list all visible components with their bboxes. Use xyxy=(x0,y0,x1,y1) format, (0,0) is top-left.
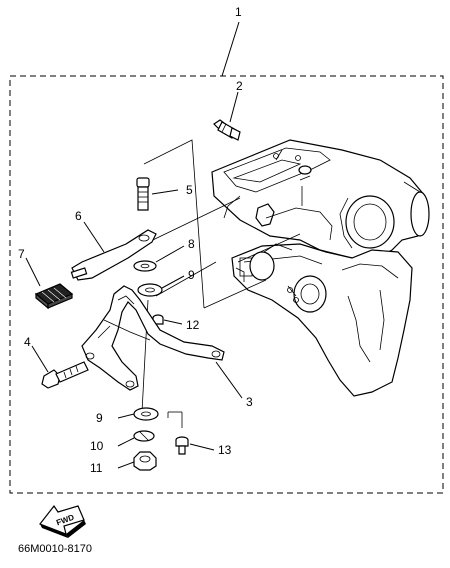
leader-3 xyxy=(215,361,243,399)
callout-1: 1 xyxy=(235,5,242,19)
callout-7: 7 xyxy=(18,247,25,261)
part-8-washer xyxy=(133,260,157,272)
part-10-spring-washer xyxy=(133,430,155,442)
callout-12: 12 xyxy=(186,318,200,332)
callout-9-upper: 9 xyxy=(188,268,195,282)
callout-11: 11 xyxy=(90,461,103,475)
callout-6: 6 xyxy=(75,209,82,223)
leader-7 xyxy=(25,257,41,287)
callout-13: 13 xyxy=(218,443,232,457)
part-11-nut xyxy=(133,451,157,471)
part-9-washer-lower xyxy=(133,407,159,421)
leader-13 xyxy=(189,443,215,451)
lower-housing xyxy=(231,243,413,397)
leader-1 xyxy=(221,21,240,77)
part-2-grease-nipple xyxy=(213,119,241,141)
callout-3: 3 xyxy=(246,395,253,409)
leader-11 xyxy=(117,461,135,469)
leader-2 xyxy=(229,91,239,123)
drawing-code: 66M0010-8170 xyxy=(18,543,92,555)
part-7-grip xyxy=(34,283,74,310)
callout-4: 4 xyxy=(24,335,31,349)
callout-8: 8 xyxy=(188,237,195,251)
leader-4 xyxy=(31,345,49,373)
fwd-arrow-icon: FWD xyxy=(39,504,86,538)
part-5-pin xyxy=(136,177,150,211)
callout-5: 5 xyxy=(186,183,193,197)
assembly-boundary xyxy=(9,75,444,494)
engine-bracket-body xyxy=(211,139,430,259)
leader-10 xyxy=(117,437,135,447)
leader-6 xyxy=(83,221,105,253)
part-12-collar xyxy=(152,314,164,325)
leader-12 xyxy=(163,319,183,325)
part-3-main-bracket xyxy=(81,285,225,391)
part-13-screw xyxy=(175,436,189,455)
leader-8 xyxy=(155,245,185,263)
leader-9a xyxy=(161,275,185,289)
callout-9-lower: 9 xyxy=(96,411,103,425)
leader-5 xyxy=(151,189,179,195)
callout-10: 10 xyxy=(90,439,104,453)
part-9-washer-upper xyxy=(137,283,163,297)
part-4-bolt xyxy=(41,361,89,389)
part-6-lever-plate xyxy=(70,229,157,281)
callout-2: 2 xyxy=(236,79,243,93)
leader-9b xyxy=(117,413,135,419)
